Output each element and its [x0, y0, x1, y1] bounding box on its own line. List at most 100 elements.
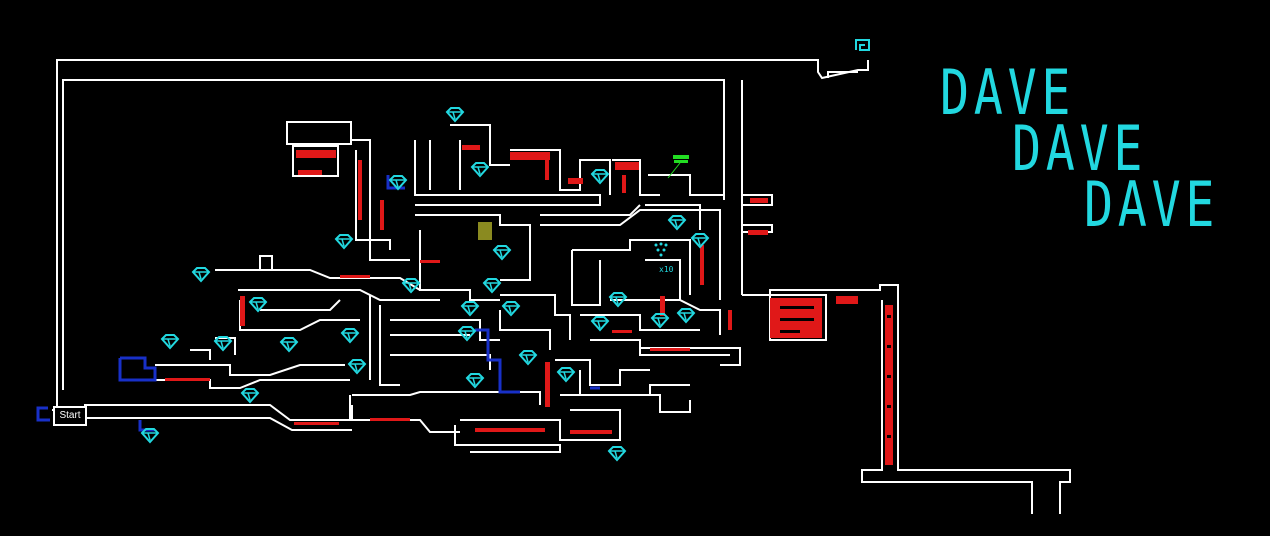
wall-k — [419, 230, 500, 301]
wall-aq — [190, 349, 211, 360]
hazard — [612, 330, 632, 333]
wall-a — [352, 139, 410, 261]
hazard — [420, 260, 440, 263]
corridor-right-east — [742, 284, 1071, 514]
wall-g — [510, 149, 611, 195]
wall-l — [540, 204, 641, 216]
hazard — [650, 348, 690, 351]
gem-icon — [676, 308, 696, 324]
hazard — [510, 152, 550, 160]
wall-ad — [580, 314, 700, 331]
wall-am — [460, 409, 621, 441]
hazard — [568, 178, 583, 184]
gem-icon — [160, 334, 180, 350]
gem-icon — [667, 215, 687, 231]
wall-ao — [155, 364, 345, 376]
hazard — [340, 275, 370, 278]
wall-p — [571, 250, 601, 306]
wall-ah — [555, 359, 650, 386]
corridor-top-outer — [56, 59, 869, 390]
gem-icon — [445, 107, 465, 123]
gap — [887, 375, 891, 378]
wall-v — [260, 299, 341, 311]
gap — [887, 315, 891, 318]
water-left-pool — [118, 356, 157, 382]
gem-icon — [457, 326, 477, 342]
gap — [887, 405, 891, 408]
wall-j — [415, 214, 531, 281]
gap — [887, 345, 891, 348]
key-door-icon — [478, 222, 492, 240]
wall-al — [351, 405, 460, 433]
gap — [780, 306, 814, 309]
title-line-1: DAVE — [940, 56, 1076, 129]
hazard — [296, 150, 336, 158]
gem-icon — [465, 373, 485, 389]
wall-h — [612, 159, 660, 196]
wall-ak — [352, 391, 541, 405]
hazard — [370, 418, 410, 421]
gem-icon — [492, 245, 512, 261]
trophy-icon — [667, 155, 689, 179]
gem-icon — [401, 278, 421, 294]
gem-icon — [556, 367, 576, 383]
title-line-2: DAVE — [1012, 112, 1148, 185]
hazard — [728, 310, 732, 330]
gem-icon — [347, 359, 367, 375]
gem-icon — [590, 316, 610, 332]
water-mid-pool — [475, 328, 520, 394]
hazard — [298, 170, 322, 175]
corridor-top-inner — [62, 79, 725, 390]
room-redsq — [292, 145, 339, 177]
gem-icon — [482, 278, 502, 294]
hazard — [615, 162, 639, 170]
wall-aa — [390, 354, 491, 370]
gem-icon — [334, 234, 354, 250]
wall-n — [645, 204, 701, 230]
wall-ab — [500, 294, 571, 340]
gem-icon — [279, 337, 299, 353]
gem-icon — [340, 328, 360, 344]
hazards — [165, 145, 893, 465]
gem-icon — [460, 301, 480, 317]
gem-icon — [607, 446, 627, 462]
gem-icon — [501, 301, 521, 317]
gem-icon — [690, 233, 710, 249]
gem-icon — [470, 162, 490, 178]
corridor-right-east-inner — [861, 300, 1033, 514]
hazard — [545, 155, 549, 180]
gem-icon — [608, 292, 628, 308]
wall-ac — [499, 310, 551, 350]
wall-c — [414, 140, 601, 206]
corridor-ledge — [827, 71, 858, 78]
wall-r — [240, 269, 421, 291]
hazard — [240, 296, 245, 326]
gap — [887, 435, 891, 438]
title-line-3: DAVE — [1084, 168, 1220, 241]
corridor-bottom-main — [84, 395, 351, 421]
hazard — [380, 200, 384, 230]
hazard — [700, 245, 704, 285]
start-label: Start — [53, 406, 87, 426]
hazard — [165, 378, 210, 381]
hazard-gaps — [780, 306, 891, 438]
wall-s — [215, 255, 273, 271]
hazard — [475, 428, 545, 432]
hazard — [545, 362, 550, 407]
wall-o — [572, 239, 691, 295]
gap — [780, 318, 814, 321]
gap — [780, 330, 800, 333]
gem-icon — [248, 297, 268, 313]
room-topleft — [286, 121, 352, 145]
wall-ap — [155, 379, 350, 389]
water — [36, 175, 600, 432]
wall-an — [454, 425, 561, 453]
hazard — [358, 160, 362, 220]
gems — [140, 107, 710, 462]
hazard — [462, 145, 480, 150]
hazard — [570, 430, 612, 434]
gem-icon — [590, 169, 610, 185]
wall-b — [355, 150, 391, 250]
gem-dot-cluster — [654, 242, 668, 257]
